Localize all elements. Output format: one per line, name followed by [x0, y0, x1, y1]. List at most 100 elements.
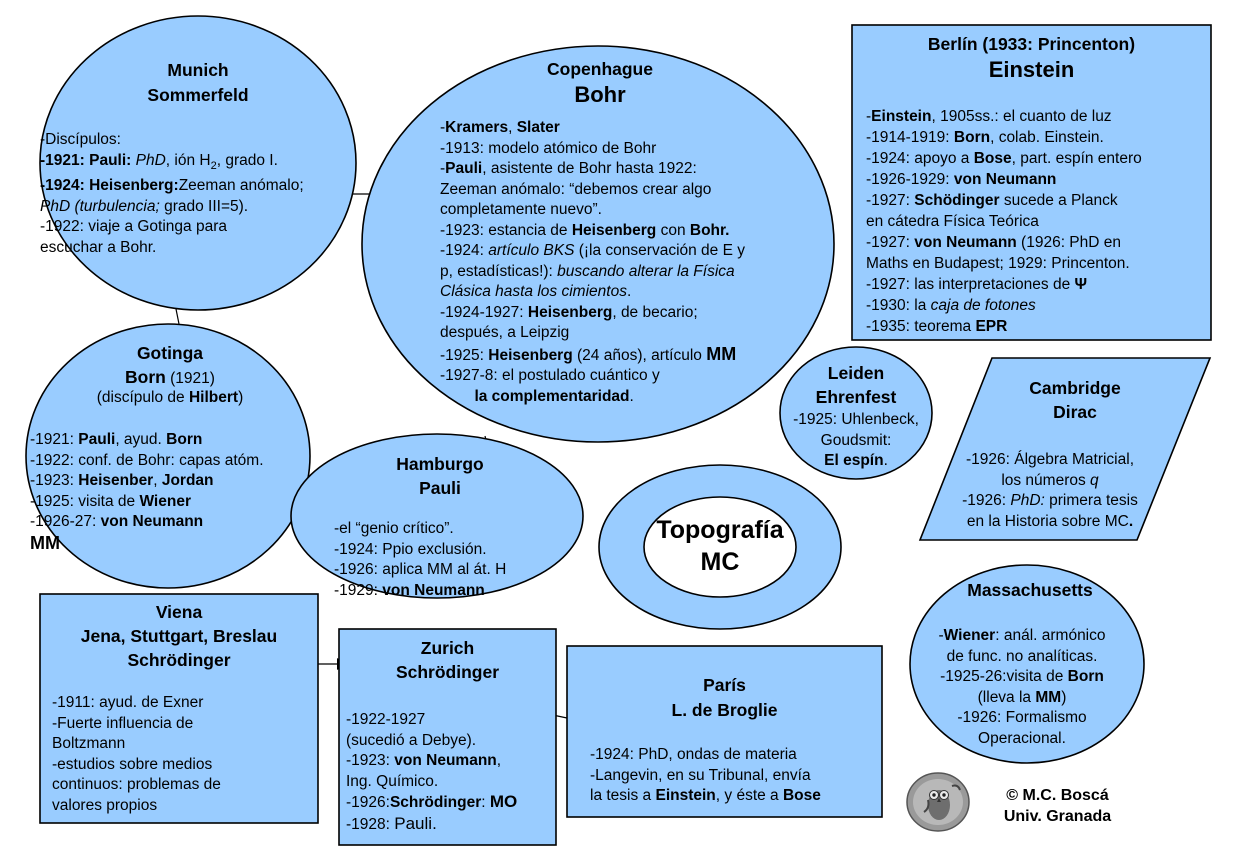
gotinga-name-line: Born (1921): [70, 365, 270, 391]
gotinga-year: (1921): [165, 370, 215, 387]
viena-name: Schrödinger: [127, 650, 231, 670]
text-line: Operacional.: [978, 729, 1066, 747]
owl-coin-icon: [906, 772, 970, 832]
subtitle-pre: (discípulo de: [96, 389, 189, 406]
text-line: -1922: conf. de Bohr: capas atóm.: [30, 451, 264, 469]
text-line: completamente nuevo”.: [440, 201, 602, 218]
zurich-city: Zurich: [420, 638, 475, 658]
text-line: Clásica hasta los cimientos.: [440, 283, 632, 300]
node-lines: -Kramers, Slater -1913: modelo atómico de…: [440, 118, 760, 407]
text-line: -1928: Pauli.: [346, 813, 437, 833]
text-line: -1925: visita de Wiener: [30, 492, 191, 510]
text-line: -1923: estancia de Heisenberg con Bohr.: [440, 221, 730, 239]
text-line: -1921: Pauli: PhD, ión H2, grado I.: [40, 151, 278, 172]
text-line: -1924-1927: Heisenberg, de becario;: [440, 303, 698, 321]
leiden-city: Leiden: [827, 363, 885, 383]
text-line: PhD (turbulencia; grado III=5).: [40, 197, 249, 215]
text-line: Maths en Budapest; 1929: Princenton.: [866, 255, 1130, 272]
text-line: -1926: aplica MM al át. H: [334, 561, 507, 578]
text-line: p, estadísticas!): buscando alterar la F…: [440, 262, 735, 280]
berlin-box: [851, 24, 1212, 341]
munich-lines: -Discípulos: -1921: Pauli: PhD, ión H2, g…: [40, 130, 304, 258]
cambridge-lines: -1926: Álgebra Matricial,los números q-1…: [935, 450, 1165, 532]
text-line: -1921: Pauli, ayud. Born: [30, 431, 203, 448]
text-line: -1926-1929: von Neumann: [866, 171, 1057, 188]
text-line: -1922-1927: [346, 711, 426, 728]
zurich-lines: -1922-1927(sucedió a Debye).-1923: von N…: [346, 710, 517, 835]
text-line: en la Historia sobre MC.: [966, 512, 1134, 530]
text-line: -1926: Formalismo: [957, 709, 1087, 726]
munich-city: Munich: [167, 60, 229, 80]
gotinga-lines: -1921: Pauli, ayud. Born -1922: conf. de …: [30, 430, 264, 555]
gotinga-subtitle: (discípulo de Hilbert): [60, 388, 280, 409]
text-line: -1913: modelo atómico de Bohr: [440, 139, 657, 157]
text-line: -1929: von Neumann: [334, 581, 485, 599]
node-name: Bohr: [574, 82, 626, 107]
credit-line2: Univ. Granada: [1003, 808, 1112, 825]
text-line: -Einstein, 1905ss.: el cuanto de luz: [866, 108, 1112, 125]
gotinga-ellipse: [25, 323, 311, 589]
paris-city: París: [703, 675, 746, 695]
munich-name: Sommerfeld: [147, 85, 249, 105]
munich-ellipse: [39, 15, 357, 311]
gotinga-name: Born: [125, 367, 166, 387]
viena-lines: -1911: ayud. de Exner -Fuerte influencia …: [52, 693, 221, 816]
text-line: -1926:Schrödinger: MO: [346, 792, 518, 811]
text-line: -Langevin, en su Tribunal, envía: [590, 766, 811, 784]
text-line: -Kramers, Slater: [440, 119, 560, 136]
text-line: -1924: PhD, ondas de materia: [590, 746, 797, 763]
text-line: -1927: las interpretaciones de Ψ: [866, 276, 1088, 293]
credit-line1: © M.C. Boscá: [1006, 787, 1109, 804]
text-line: después, a Leipzig: [440, 324, 570, 341]
text-line: -Pauli, asistente de Bohr hasta 1922:: [440, 160, 697, 177]
text-line: la complementaridad.: [474, 387, 634, 405]
text-line: -1925: Heisenberg (24 años), artículo MM: [440, 343, 737, 364]
text-line: -1911: ayud. de Exner: [52, 694, 204, 711]
text-line: -Discípulos:: [40, 131, 121, 148]
viena-box: [39, 593, 319, 824]
zurich-name: Schrödinger: [395, 662, 500, 682]
cambridge-name: Dirac: [1053, 402, 1097, 422]
text-line: Ing. Químico.: [346, 772, 439, 790]
text-line: -1923: Heisenber, Jordan: [30, 472, 214, 489]
leiden-name: Ehrenfest: [815, 387, 897, 407]
text-line: -1924: apoyo a Bose, part. espín entero: [866, 150, 1142, 167]
center-line2: MC: [700, 548, 740, 576]
text-line: -1927: von Neumann (1926: PhD en: [866, 234, 1122, 251]
node-city: Copenhague: [547, 59, 653, 79]
text-line: -1924: artículo BKS (¡la conservación de…: [440, 242, 745, 259]
text-line: continuos: problemas de: [52, 776, 221, 793]
copenhague-ellipse: [361, 45, 835, 443]
text-line: MM: [30, 532, 60, 553]
subtitle-hilbert: Hilbert: [188, 389, 239, 406]
text-line: -1925-26:visita de Born: [940, 668, 1104, 685]
credit: © M.C. Boscá Univ. Granada: [990, 785, 1125, 827]
text-line: -1924: Heisenberg:Zeeman anómalo;: [40, 177, 304, 195]
text-line: los números q: [1001, 471, 1099, 489]
text-line: en cátedra Física Teórica: [866, 213, 1039, 230]
text-line: (lleva la MM): [977, 688, 1067, 706]
subtitle-post: ): [238, 389, 244, 406]
text-line: -1930: la caja de fotones: [866, 297, 1036, 314]
viena-cities2: Jena, Stuttgart, Breslau: [80, 626, 278, 646]
text-line: -1914-1919: Born, colab. Einstein.: [866, 129, 1104, 146]
text-line: -1924: Ppio exclusión.: [334, 540, 487, 558]
text-line: -el “genio crítico”.: [334, 520, 454, 537]
center-line1: Topografía: [656, 516, 784, 544]
text-line: -1922: viaje a Gotinga para: [40, 218, 227, 236]
text-line: -1926: PhD: primera tesis: [962, 492, 1138, 509]
berlin-city: Berlín (1933: Princenton): [927, 34, 1136, 54]
text-line: -estudios sobre medios: [52, 755, 213, 773]
text-line: -Fuerte influencia de: [52, 714, 194, 732]
topografia-center: [643, 496, 797, 598]
text-line: El espín.: [824, 452, 888, 469]
hamburgo-ellipse: [290, 433, 584, 599]
text-line: valores propios: [52, 796, 158, 814]
text-line: -1925: Uhlenbeck,: [793, 411, 919, 428]
gotinga-city: Gotinga: [136, 343, 204, 363]
massachusetts-ellipse: [909, 564, 1145, 764]
paris-name: L. de Broglie: [671, 700, 778, 720]
text-line: escuchar a Bohr.: [40, 238, 157, 256]
